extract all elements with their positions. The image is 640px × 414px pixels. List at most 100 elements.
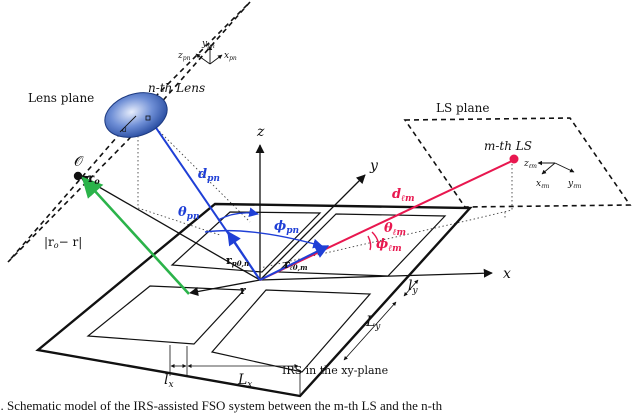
z-pn-sub: pn bbox=[183, 55, 191, 62]
y-lm-sub: ℓm bbox=[573, 183, 581, 190]
svg-text:dℓm: dℓm bbox=[392, 187, 414, 204]
svg-text:ro: ro bbox=[88, 171, 100, 186]
r-p0n-vector bbox=[227, 230, 261, 281]
m-th-ls-label: m-th LS bbox=[484, 139, 532, 153]
L-x-sub: x bbox=[247, 380, 252, 390]
theta-pn-arc bbox=[217, 207, 259, 221]
r-l0m-label: r bbox=[284, 258, 290, 271]
phi-lm-sub: ℓm bbox=[388, 244, 401, 254]
r-vector bbox=[189, 279, 261, 296]
helper-dotted-lines bbox=[137, 119, 513, 269]
r-o-vector bbox=[79, 175, 261, 281]
d-pn-sub: pn bbox=[207, 174, 220, 184]
svg-text:θℓm: θℓm bbox=[384, 221, 406, 238]
phi-pn-label: ϕ bbox=[274, 219, 286, 234]
r-l0m-vector bbox=[259, 245, 330, 281]
svg-text:Lx: Lx bbox=[237, 372, 252, 390]
svg-text:zpn: zpn bbox=[177, 51, 191, 62]
phi-lm-arc bbox=[367, 235, 372, 251]
svg-text:θpn: θpn bbox=[178, 205, 200, 222]
ls-frame-x bbox=[541, 162, 556, 175]
a-label: a bbox=[122, 125, 127, 134]
theta-lm-arc bbox=[371, 231, 380, 249]
y-pn-label: y bbox=[201, 39, 208, 49]
l-x-sub: x bbox=[168, 380, 173, 390]
svg-text:ypn: ypn bbox=[201, 39, 215, 50]
r-p0n-label: r bbox=[226, 254, 232, 267]
svg-text:zℓm: zℓm bbox=[523, 159, 537, 170]
diff-sub: o bbox=[54, 241, 59, 250]
y-axis-label: y bbox=[369, 158, 379, 174]
r-l0m-sub: ℓ0,m bbox=[289, 263, 308, 272]
origin-label: 𝒪 bbox=[74, 154, 84, 170]
ls-plane-label: LS plane bbox=[436, 101, 490, 115]
lens-center-mark bbox=[145, 115, 151, 121]
ls-point bbox=[509, 154, 519, 164]
svg-text:lx: lx bbox=[164, 372, 174, 390]
d-lm-sub: ℓm bbox=[401, 194, 414, 204]
r-o-label: r bbox=[88, 171, 95, 185]
svg-text:ϕpn: ϕpn bbox=[274, 219, 299, 236]
x-lm-label: x bbox=[536, 179, 541, 189]
phi-pn-sub: pn bbox=[286, 226, 299, 236]
z-pn-label: z bbox=[177, 51, 183, 61]
y-lm-label: y bbox=[567, 179, 574, 189]
svg-text:ϕℓm: ϕℓm bbox=[376, 237, 402, 254]
svg-text:yℓm: yℓm bbox=[567, 179, 582, 190]
irs-element bbox=[170, 211, 322, 273]
L-x-label: L bbox=[237, 372, 247, 388]
diff-rest: − r| bbox=[59, 235, 83, 249]
r-label: r bbox=[240, 284, 246, 297]
svg-text:rp0,n: rp0,n bbox=[226, 254, 249, 268]
diff-label: |r bbox=[44, 235, 54, 249]
d-lm-label: d bbox=[392, 187, 401, 202]
L-y-dim bbox=[343, 301, 397, 361]
L-y-label: L bbox=[365, 314, 375, 330]
irs-element bbox=[86, 285, 246, 345]
svg-text:n-th Lens: n-th Lens bbox=[148, 81, 205, 95]
irs-element bbox=[210, 289, 372, 373]
d-pn-label: d bbox=[198, 167, 207, 182]
origin-point bbox=[73, 171, 83, 181]
svg-text:xℓm: xℓm bbox=[536, 179, 550, 190]
x-axis-label: x bbox=[503, 266, 511, 282]
theta-pn-label: θ bbox=[178, 205, 187, 220]
z-lm-label: z bbox=[523, 159, 529, 169]
z-lm-sub: ℓm bbox=[529, 163, 537, 170]
l-y-sub: y bbox=[411, 286, 418, 296]
n-th-lens-label: n-th Lens bbox=[148, 81, 205, 95]
lens-frame-z bbox=[195, 53, 211, 65]
theta-pn-sub: pn bbox=[187, 212, 200, 222]
l-y-dim bbox=[403, 279, 419, 297]
x-pn-label: x bbox=[224, 51, 229, 61]
x-axis bbox=[259, 268, 493, 281]
lens-radius bbox=[119, 115, 137, 133]
svg-text:Ly: Ly bbox=[365, 314, 381, 332]
phi-pn-arc bbox=[204, 229, 323, 249]
ls-plane-outline bbox=[403, 117, 632, 208]
svg-text:rℓ0,m: rℓ0,m bbox=[284, 258, 308, 272]
svg-text:xpn: xpn bbox=[224, 51, 237, 62]
d-lm-line bbox=[259, 159, 515, 281]
ro-minus-r-vector bbox=[81, 176, 190, 295]
lens bbox=[104, 92, 168, 138]
ls-frame-y bbox=[554, 162, 575, 173]
svg-text:|ro− r|: |ro− r| bbox=[44, 235, 82, 250]
theta-lm-sub: ℓm bbox=[393, 228, 406, 238]
dim-ticks bbox=[169, 345, 301, 396]
irs-caption: IRS in the xy-plane bbox=[282, 364, 388, 377]
lens-frame-x bbox=[209, 54, 223, 65]
y-pn-sub: pn bbox=[207, 43, 215, 50]
theta-lm-label: θ bbox=[384, 221, 393, 236]
svg-text:dpn: dpn bbox=[198, 167, 220, 184]
lens-plane-outline bbox=[7, 1, 251, 263]
figure-caption: 2. Schematic model of the IRS-assisted F… bbox=[0, 398, 443, 413]
r-o-sub: o bbox=[94, 176, 100, 186]
l-y-label: l bbox=[408, 278, 412, 294]
L-y-sub: y bbox=[374, 322, 381, 332]
r-p0n-sub: p0,n bbox=[232, 259, 249, 268]
lens-plane-label: Lens plane bbox=[28, 91, 94, 105]
svg-text:m-th LS: m-th LS bbox=[484, 139, 532, 153]
x-lm-sub: ℓm bbox=[541, 183, 549, 190]
